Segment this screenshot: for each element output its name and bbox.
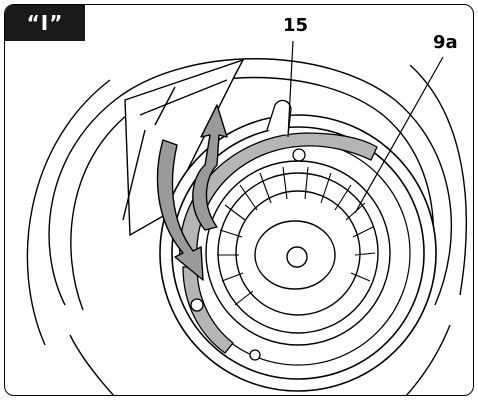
figure-tag: “I” [5, 5, 85, 41]
arrow-up [192, 104, 228, 231]
arrow-down [156, 139, 204, 281]
grinder-illustration [26, 40, 467, 395]
leader-lines [287, 40, 444, 214]
ring-band-15 [179, 132, 378, 261]
callout-label-15: 15 [283, 15, 309, 36]
rotation-arrows [156, 104, 228, 281]
ring-band-lower [182, 266, 234, 354]
figure-frame: “I” [4, 4, 474, 396]
housing-outline [26, 58, 467, 395]
ring-lug [266, 99, 292, 136]
callout-label-9a: 9a [433, 32, 458, 53]
left-bracket [122, 58, 245, 237]
burr-assembly [205, 160, 391, 346]
